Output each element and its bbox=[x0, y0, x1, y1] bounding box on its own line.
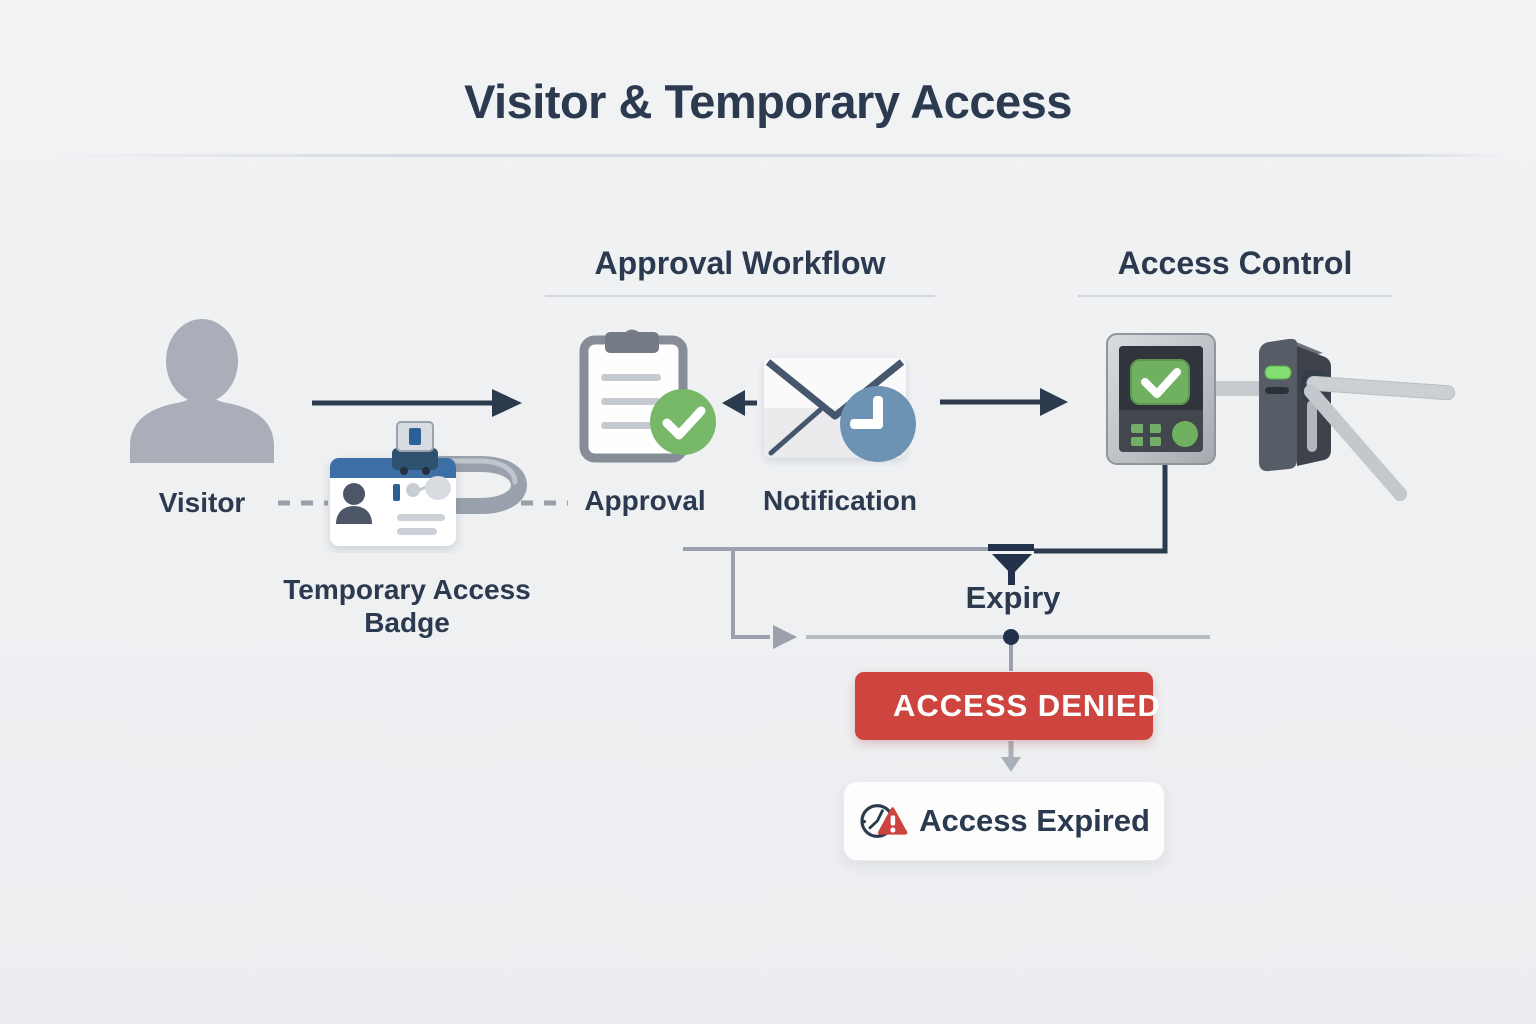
access-denied-label: ACCESS DENIED bbox=[893, 688, 1161, 723]
access-expired-label: Access Expired bbox=[919, 803, 1150, 838]
section-header-access-control: Access Control bbox=[1117, 245, 1353, 281]
gate-led-icon bbox=[1264, 365, 1292, 380]
visitor-label: Visitor bbox=[158, 487, 246, 518]
page-title: Visitor & Temporary Access bbox=[464, 75, 1072, 128]
clock-badge-icon bbox=[840, 386, 916, 462]
turnstile-arms bbox=[1303, 375, 1456, 502]
badge-label: Temporary Access Badge bbox=[283, 574, 531, 638]
approval-label: Approval bbox=[584, 485, 706, 516]
arrow-notification-to-approval bbox=[722, 390, 757, 416]
approval-workflow-underline bbox=[545, 295, 935, 297]
expiry-down-arrow-icon bbox=[988, 544, 1034, 585]
reader-check-icon bbox=[1130, 359, 1190, 405]
title-divider bbox=[55, 154, 1505, 157]
notification-envelope-icon bbox=[764, 358, 916, 462]
badge-avatar-icon bbox=[343, 483, 365, 505]
check-circle-icon bbox=[650, 389, 716, 455]
card-reader-icon bbox=[1106, 333, 1216, 465]
access-denied-banner: ACCESS DENIED bbox=[855, 672, 1160, 740]
clock-warning-icon bbox=[860, 804, 908, 838]
person-icon bbox=[130, 319, 274, 463]
warning-triangle-icon bbox=[877, 807, 908, 835]
turnstile-icon bbox=[1259, 338, 1456, 502]
notification-label: Notification bbox=[763, 485, 917, 516]
gate-bar bbox=[1208, 381, 1262, 396]
arrow-notification-to-access-control bbox=[940, 388, 1068, 416]
arrow-denied-to-expired bbox=[1001, 741, 1021, 772]
junction-dot bbox=[1003, 629, 1019, 645]
reader-to-expiry-connector bbox=[1034, 460, 1168, 554]
approval-clipboard-icon bbox=[579, 329, 716, 463]
id-badge-icon bbox=[330, 421, 528, 546]
access-expired-card: Access Expired bbox=[843, 781, 1165, 861]
access-control-underline bbox=[1078, 295, 1392, 297]
expiry-label: Expiry bbox=[965, 580, 1061, 615]
section-header-approval-workflow: Approval Workflow bbox=[594, 245, 886, 281]
arrow-visitor-to-approval bbox=[312, 389, 522, 417]
